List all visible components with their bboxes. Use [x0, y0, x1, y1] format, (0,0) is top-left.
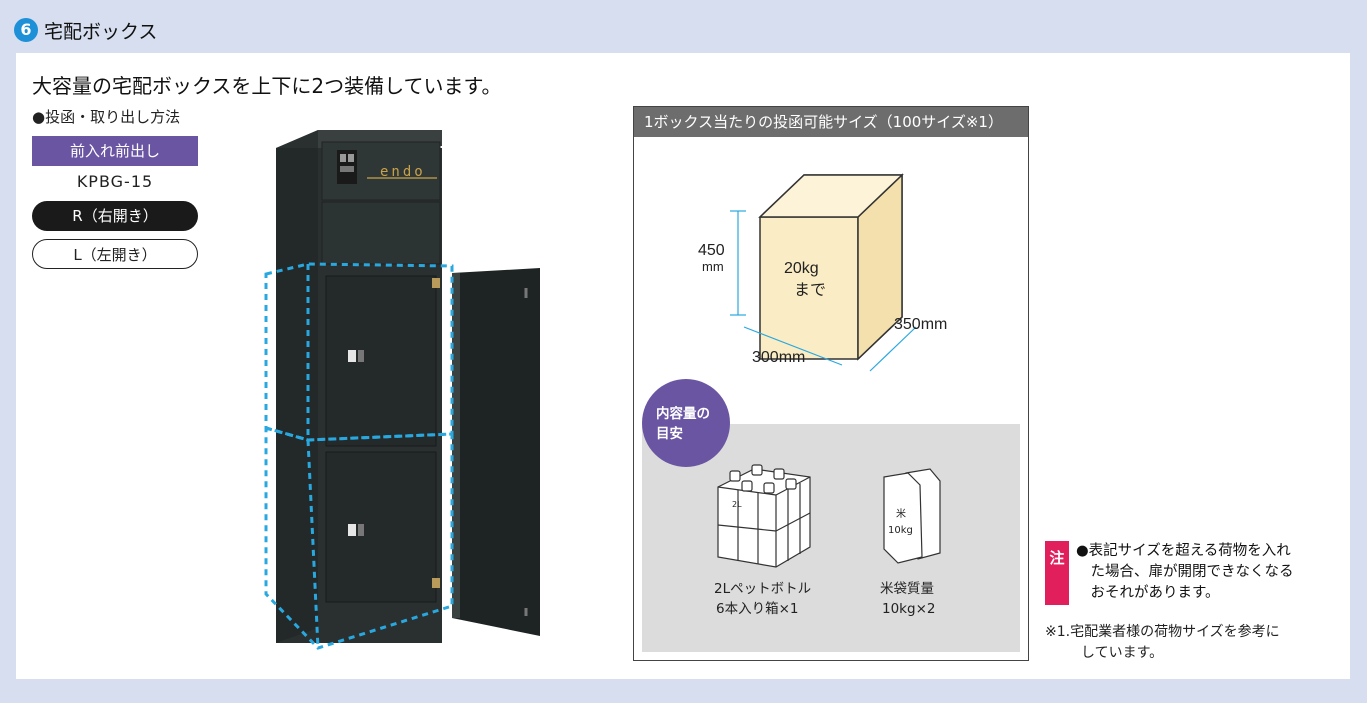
capacity-illustrations: 内容量の 目安 2L 米 10kg: [642, 379, 941, 617]
delivery-box-illustration: endo: [264, 130, 540, 650]
notice-line: た場合、扉が開閉できなくなる: [1076, 564, 1294, 580]
footnote: ※1.宅配業者様の荷物サイズを参考に しています。: [1045, 622, 1340, 664]
width-dimension: 300mm: [752, 349, 805, 366]
capacity-badge-line1: 内容量の: [656, 405, 710, 422]
notice-line: おそれがあります。: [1076, 585, 1220, 601]
section-header: 6 宅配ボックス: [0, 0, 1367, 52]
method-label: ●投函・取り出し方法: [32, 108, 181, 126]
height-unit: mm: [702, 259, 724, 274]
depth-dimension: 350mm: [894, 316, 947, 333]
section-title: 宅配ボックス: [44, 21, 158, 43]
rice-caption-line2: 10kg×2: [882, 601, 935, 617]
rice-label-weight: 10kg: [888, 525, 913, 536]
footnote-line: しています。: [1081, 645, 1164, 661]
weight-limit: 20kg: [784, 260, 819, 277]
notice-line: ●表記サイズを超える荷物を入れ: [1076, 543, 1291, 559]
height-value: 450: [698, 242, 725, 259]
bottle-caption-line1: 2Lペットボトル: [714, 581, 811, 597]
brand-logo: endo: [380, 164, 426, 180]
section-number-badge: 6: [14, 18, 38, 42]
rice-caption-line1: 米袋質量: [880, 581, 934, 597]
option-right-opening[interactable]: R（右開き）: [32, 201, 198, 231]
cube-diagram: 450 mm 20kg まで 350mm 300mm: [698, 173, 947, 372]
model-number: KPBG-15: [76, 172, 154, 191]
bottle-caption-line2: 6本入り箱×1: [716, 601, 799, 617]
spec-box: 1ボックス当たりの投函可能サイズ（100サイズ※1） 450 mm 20kg ま…: [633, 106, 1029, 661]
capacity-badge-line2: 目安: [656, 425, 683, 442]
option-left-opening[interactable]: L（左開き）: [32, 239, 198, 269]
notice-mark: 注: [1045, 541, 1069, 605]
notice-text: ●表記サイズを超える荷物を入れ た場合、扉が開閉できなくなる おそれがあります。: [1076, 541, 1338, 604]
method-badge: 前入れ前出し: [32, 136, 198, 166]
rice-bag-icon: [883, 468, 941, 564]
spec-title: 1ボックス当たりの投函可能サイズ（100サイズ※1）: [634, 107, 1028, 137]
rice-label-kanji: 米: [896, 507, 906, 520]
bottle-label: 2L: [732, 500, 742, 509]
headline: 大容量の宅配ボックスを上下に2つ装備しています。: [32, 74, 502, 98]
footnote-line: ※1.宅配業者様の荷物サイズを参考に: [1045, 624, 1280, 640]
weight-limit-suffix: まで: [794, 280, 826, 299]
bottle-box-icon: [717, 464, 811, 568]
